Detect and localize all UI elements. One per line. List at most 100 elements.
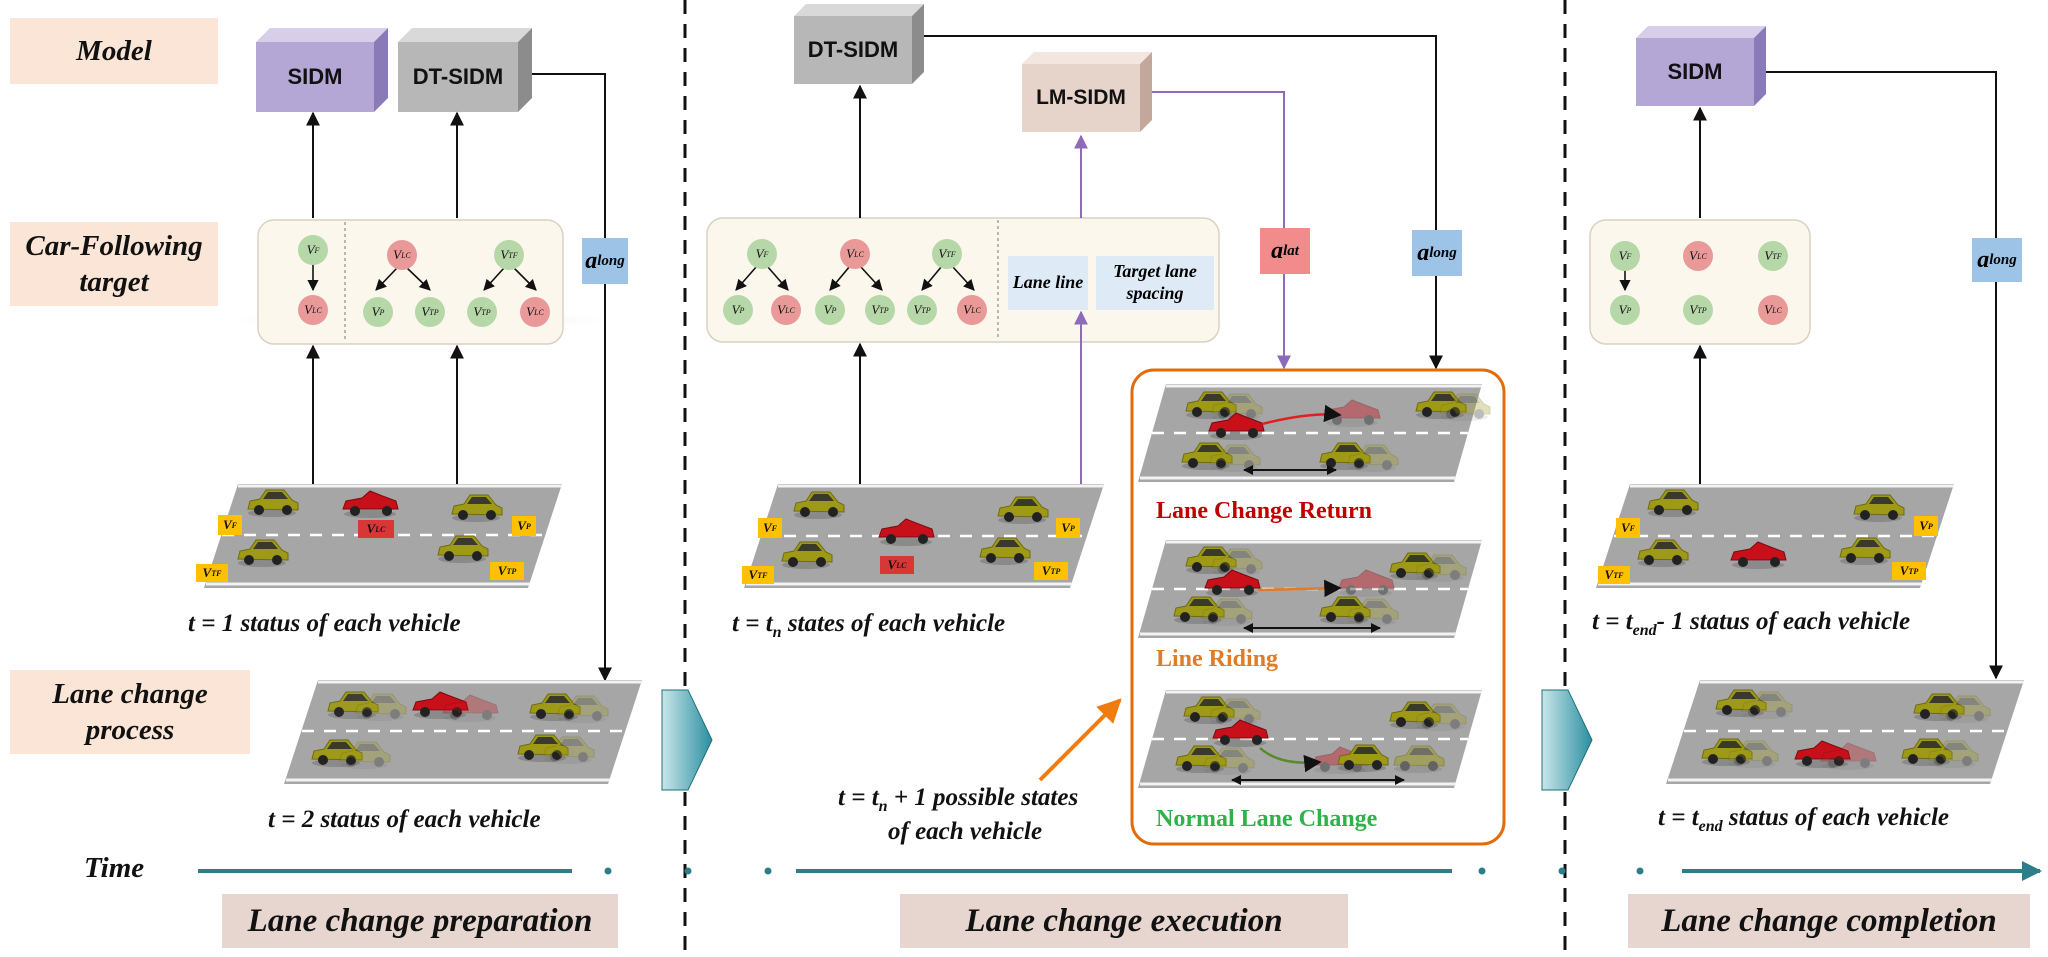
dt-sidm-box-mid xyxy=(794,4,924,84)
a-long-box-right xyxy=(1972,238,2022,282)
scenario-riding-road xyxy=(1138,540,1482,638)
target-lane-spacing-label: Target lane spacing xyxy=(1113,261,1197,303)
scenario-normal-road xyxy=(1138,690,1482,788)
node-vp xyxy=(815,295,845,325)
sidm-label-left: SIDM xyxy=(287,64,343,89)
node-vlc xyxy=(1758,295,1788,325)
target-panel-right xyxy=(1589,219,1811,345)
dt-sidm-box-left xyxy=(398,28,532,112)
node-vtf xyxy=(494,240,524,270)
a-lat-box xyxy=(1260,228,1310,274)
node-vlc xyxy=(298,295,328,325)
node-vlc xyxy=(771,295,801,325)
row-label-model: Model xyxy=(10,18,218,84)
node-vtp xyxy=(415,297,445,327)
phase-chevron-2 xyxy=(1541,689,1593,791)
caption-tend-1: t = tend- 1 status of each vehicle xyxy=(1592,608,1911,639)
a-long-box-mid xyxy=(1412,230,1462,276)
node-vtp xyxy=(865,295,895,325)
a-long-box-left xyxy=(582,238,628,284)
nodes-right xyxy=(1610,241,1788,325)
node-vf xyxy=(298,235,328,265)
nodes-left xyxy=(298,235,550,327)
node-vtf xyxy=(1758,241,1788,271)
road-t2 xyxy=(284,680,642,784)
sidm-box-right xyxy=(1636,26,1766,106)
node-vtf xyxy=(932,239,962,269)
sidm-label-right: SIDM xyxy=(1667,59,1723,84)
node-vp xyxy=(723,295,753,325)
node-vlc xyxy=(957,295,987,325)
node-vtp xyxy=(907,295,937,325)
caption-t1: t = 1 status of each vehicle xyxy=(188,610,461,637)
scenario-return-road xyxy=(1138,384,1491,482)
caption-tn1-line2: of each vehicle xyxy=(888,818,1043,845)
node-vtp xyxy=(1683,295,1713,325)
node-vlc xyxy=(840,239,870,269)
node-vp xyxy=(1610,295,1640,325)
caption-t2: t = 2 status of each vehicle xyxy=(268,806,541,833)
scenario-frame xyxy=(1130,368,1506,846)
caption-tn1-line1: t = tn + 1 possible states xyxy=(838,784,1079,815)
road-t1 xyxy=(196,484,562,588)
dt-sidm-label-left: DT-SIDM xyxy=(412,64,504,89)
lane-line-box xyxy=(1008,256,1088,310)
caption-tn: t = tn states of each vehicle xyxy=(732,610,1006,641)
lane-line-label: Lane line xyxy=(1012,272,1084,293)
lm-sidm-box xyxy=(1022,52,1152,132)
dt-sidm-label-mid: DT-SIDM xyxy=(807,37,899,62)
node-vlc xyxy=(387,240,417,270)
phase-execution: Lane change execution xyxy=(900,894,1348,948)
sidm-box-left xyxy=(256,28,388,112)
node-vlc xyxy=(1683,241,1713,271)
scenario-normal-title: Normal Lane Change xyxy=(1156,806,1378,832)
phase-preparation: Lane change preparation xyxy=(222,894,618,948)
node-vlc xyxy=(520,297,550,327)
target-lane-spacing-box xyxy=(1096,256,1214,310)
road-tend xyxy=(1666,680,2024,784)
node-vf xyxy=(747,239,777,269)
road-tend-1 xyxy=(1596,484,1954,588)
node-vtp xyxy=(467,297,497,327)
scenario-riding-title: Line Riding xyxy=(1156,646,1279,672)
row-label-time: Time xyxy=(84,852,145,884)
node-vf xyxy=(1610,241,1640,271)
